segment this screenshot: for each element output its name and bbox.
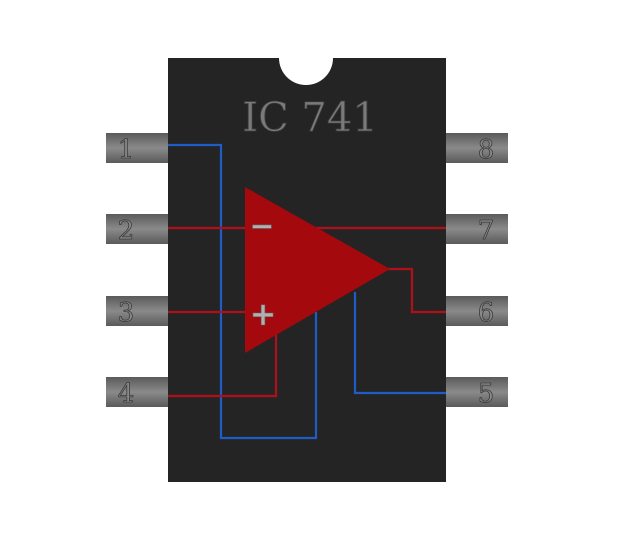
pin-6-wire	[388, 267, 446, 314]
pin-3-number: 3	[118, 298, 135, 328]
pin-3-lead	[106, 296, 168, 326]
blue-wires	[168, 143, 446, 440]
pin-6-number: 6	[478, 298, 495, 328]
pin-2-number: 2	[118, 216, 135, 246]
pin-6: 6	[446, 296, 508, 328]
pin-6-lead	[446, 296, 508, 326]
pin-4-lead	[106, 377, 168, 407]
chip-title: IC 741	[242, 95, 377, 141]
pin-1: 1	[106, 133, 168, 165]
pin-1-number: 1	[118, 135, 135, 165]
noninverting-input-sign: +	[250, 295, 277, 333]
pin-8: 8	[446, 133, 508, 165]
pin-5-number: 5	[478, 379, 495, 409]
pin-5-lead	[446, 377, 508, 407]
left-pins: 1 2 3 4	[106, 133, 168, 409]
pin-1-lead	[106, 133, 168, 163]
inverting-input-sign: −	[249, 209, 274, 244]
pin-1-wire	[168, 143, 318, 440]
pin-7-number: 7	[478, 216, 495, 246]
pin-8-number: 8	[478, 135, 495, 165]
pin-5-wire	[353, 292, 446, 395]
pin-4-wire	[168, 330, 278, 398]
pin-3: 3	[106, 296, 168, 328]
opamp-triangle	[245, 187, 390, 353]
pin-4: 4	[106, 377, 168, 409]
pin-4-number: 4	[118, 379, 135, 409]
pin-7-lead	[446, 214, 508, 244]
pin-2: 2	[106, 214, 168, 246]
pin-5: 5	[446, 377, 508, 409]
pin-2-lead	[106, 214, 168, 244]
pin-8-lead	[446, 133, 508, 163]
pin-7: 7	[446, 214, 508, 246]
right-pins: 8 7 6 5	[446, 133, 508, 409]
